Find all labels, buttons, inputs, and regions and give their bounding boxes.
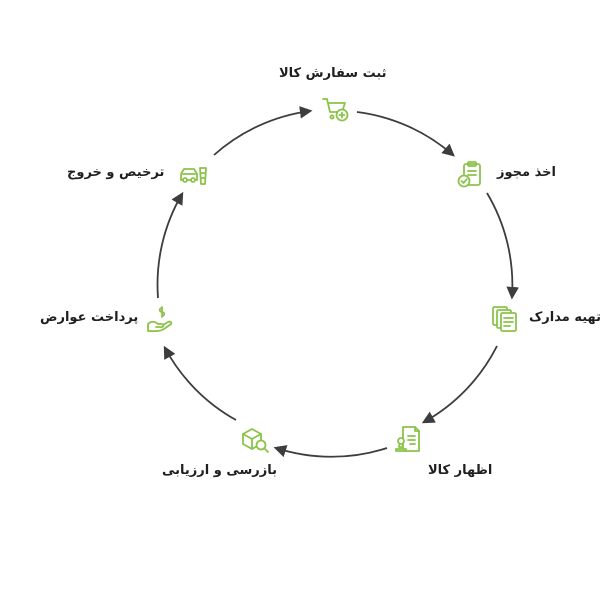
arrow-clearance-to-order [213, 106, 313, 156]
step-label-prepare-documents: تهیه مدارک [529, 310, 600, 325]
documents-icon [490, 304, 520, 334]
arrow-documents-to-declaration [421, 345, 498, 424]
step-label-obtain-permit: اخذ مجوز [497, 165, 556, 180]
step-label-clearance-exit: ترخیص و خروج [67, 165, 165, 180]
arrow-order-to-permit [356, 111, 455, 157]
arrow-declaration-to-inspection [273, 445, 388, 458]
box-search-icon [240, 425, 270, 455]
truck-icon [178, 160, 208, 190]
step-label-inspection: بازرسی و ارزیابی [162, 463, 278, 478]
step-label-goods-declaration: اظهار کالا [428, 463, 493, 478]
step-label-pay-duties: پرداخت عوارض [40, 310, 139, 325]
arrow-inspection-to-payment [163, 345, 237, 421]
clipboard-check-icon [455, 160, 485, 190]
step-label-order-registration: ثبت سفارش کالا [279, 66, 387, 81]
money-hand-icon [145, 305, 175, 335]
arrow-permit-to-documents [486, 192, 519, 300]
shopping-cart-add-icon [320, 94, 350, 124]
arrow-payment-to-clearance [156, 191, 184, 299]
stamped-document-icon [393, 424, 423, 454]
